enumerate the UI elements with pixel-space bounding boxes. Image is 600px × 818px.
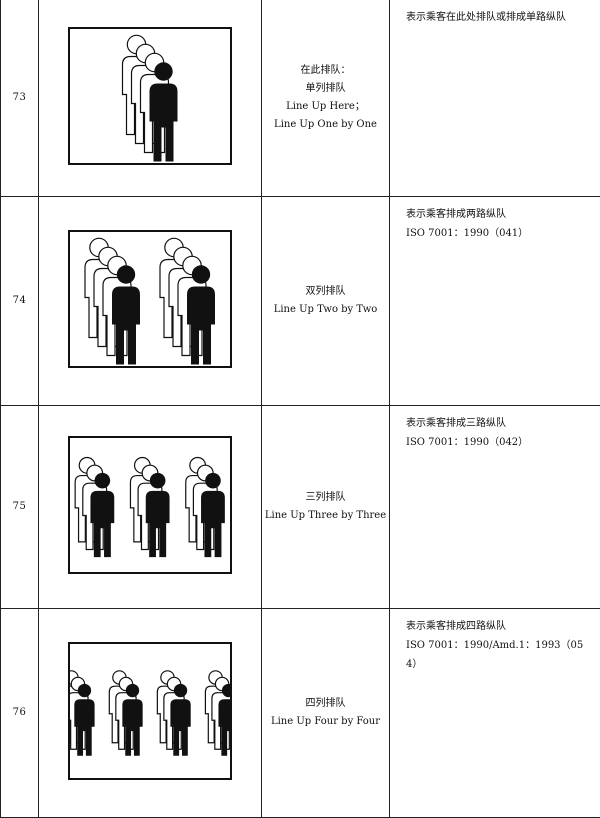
person-figure xyxy=(112,264,140,365)
symbol-cell xyxy=(38,607,262,818)
sign-name-cn: 三列排队 xyxy=(305,491,346,503)
sign-standard-ref: ISO 7001：1990（042） xyxy=(406,436,529,448)
symbol-cell xyxy=(38,195,262,406)
queue-four-by-four-pictogram xyxy=(68,641,232,780)
sign-name-cn: 四列排队 xyxy=(305,697,346,709)
queue-one-by-one-pictogram xyxy=(68,26,232,165)
sign-description-text: 表示乘客排成四路纵队 xyxy=(406,620,506,632)
pictogram-drawing xyxy=(70,670,230,756)
sign-description: 表示乘客在此处排队或排成单路纵队 xyxy=(389,0,600,197)
person-figure xyxy=(90,472,115,557)
table-row: 73 在此排队： 单列排队 Line Up Here； Line Up One … xyxy=(0,0,600,197)
person-figure xyxy=(201,472,225,557)
sign-name-cn: 双列排队 xyxy=(305,285,346,297)
sign-standard-ref: ISO 7001：1990（041） xyxy=(406,227,529,239)
sign-name-cn: 单列排队 xyxy=(305,82,346,94)
sign-name: 三列排队 Line Up Three by Three xyxy=(261,404,390,609)
sign-name: 双列排队 Line Up Two by Two xyxy=(261,195,390,406)
sign-standard-ref: ISO 7001：1990/Amd.1：1993（054） xyxy=(406,639,584,670)
person-figure xyxy=(149,62,178,162)
table-row: 74 双列排队 Line Up Two by Two 表示乘客排成两路纵队 IS… xyxy=(0,195,600,406)
person-figure xyxy=(74,683,95,756)
sign-name-en: Line Up Two by Two xyxy=(273,303,378,315)
person-figure xyxy=(218,683,230,756)
sign-description-text: 表示乘客排成两路纵队 xyxy=(406,208,506,220)
sign-description: 表示乘客排成三路纵队 ISO 7001：1990（042） xyxy=(389,404,600,609)
table-row: 76 四列排队 Line Up Four by Four 表示乘客排成四路纵队 … xyxy=(0,607,600,818)
sign-name-en: Line Up Four by Four xyxy=(270,715,381,727)
person-figure xyxy=(170,683,191,756)
sign-description-text: 表示乘客在此处排队或排成单路纵队 xyxy=(406,12,566,23)
pictogram-drawing xyxy=(74,456,225,557)
person-figure xyxy=(145,472,170,557)
sign-name-cn: 在此排队： xyxy=(300,64,351,76)
sign-description: 表示乘客排成两路纵队 ISO 7001：1990（041） xyxy=(389,195,600,406)
table-row: 75 三列排队 Line Up Three by Three 表示乘客排成三路纵… xyxy=(0,404,600,609)
pictogram-drawing xyxy=(84,237,215,365)
sign-description-text: 表示乘客排成三路纵队 xyxy=(406,417,506,429)
sign-number: 73 xyxy=(0,0,39,197)
sign-description: 表示乘客排成四路纵队 ISO 7001：1990/Amd.1：1993（054） xyxy=(389,607,600,818)
sign-number: 75 xyxy=(0,404,39,609)
sign-name-en: Line Up Three by Three xyxy=(264,509,387,521)
symbol-cell xyxy=(38,404,262,609)
sign-name: 在此排队： 单列排队 Line Up Here； Line Up One by … xyxy=(261,0,390,197)
queue-two-by-two-pictogram xyxy=(68,229,232,368)
sign-number: 76 xyxy=(0,607,39,818)
sign-number: 74 xyxy=(0,195,39,406)
pictogram-drawing xyxy=(121,34,178,162)
person-figure xyxy=(187,264,215,365)
sign-name-en: Line Up One by One xyxy=(274,118,377,130)
queue-three-by-three-pictogram xyxy=(68,435,232,574)
person-figure xyxy=(122,683,143,756)
symbol-cell xyxy=(38,0,262,197)
sign-name: 四列排队 Line Up Four by Four xyxy=(261,607,390,818)
sign-name-en: Line Up Here； xyxy=(286,100,365,112)
